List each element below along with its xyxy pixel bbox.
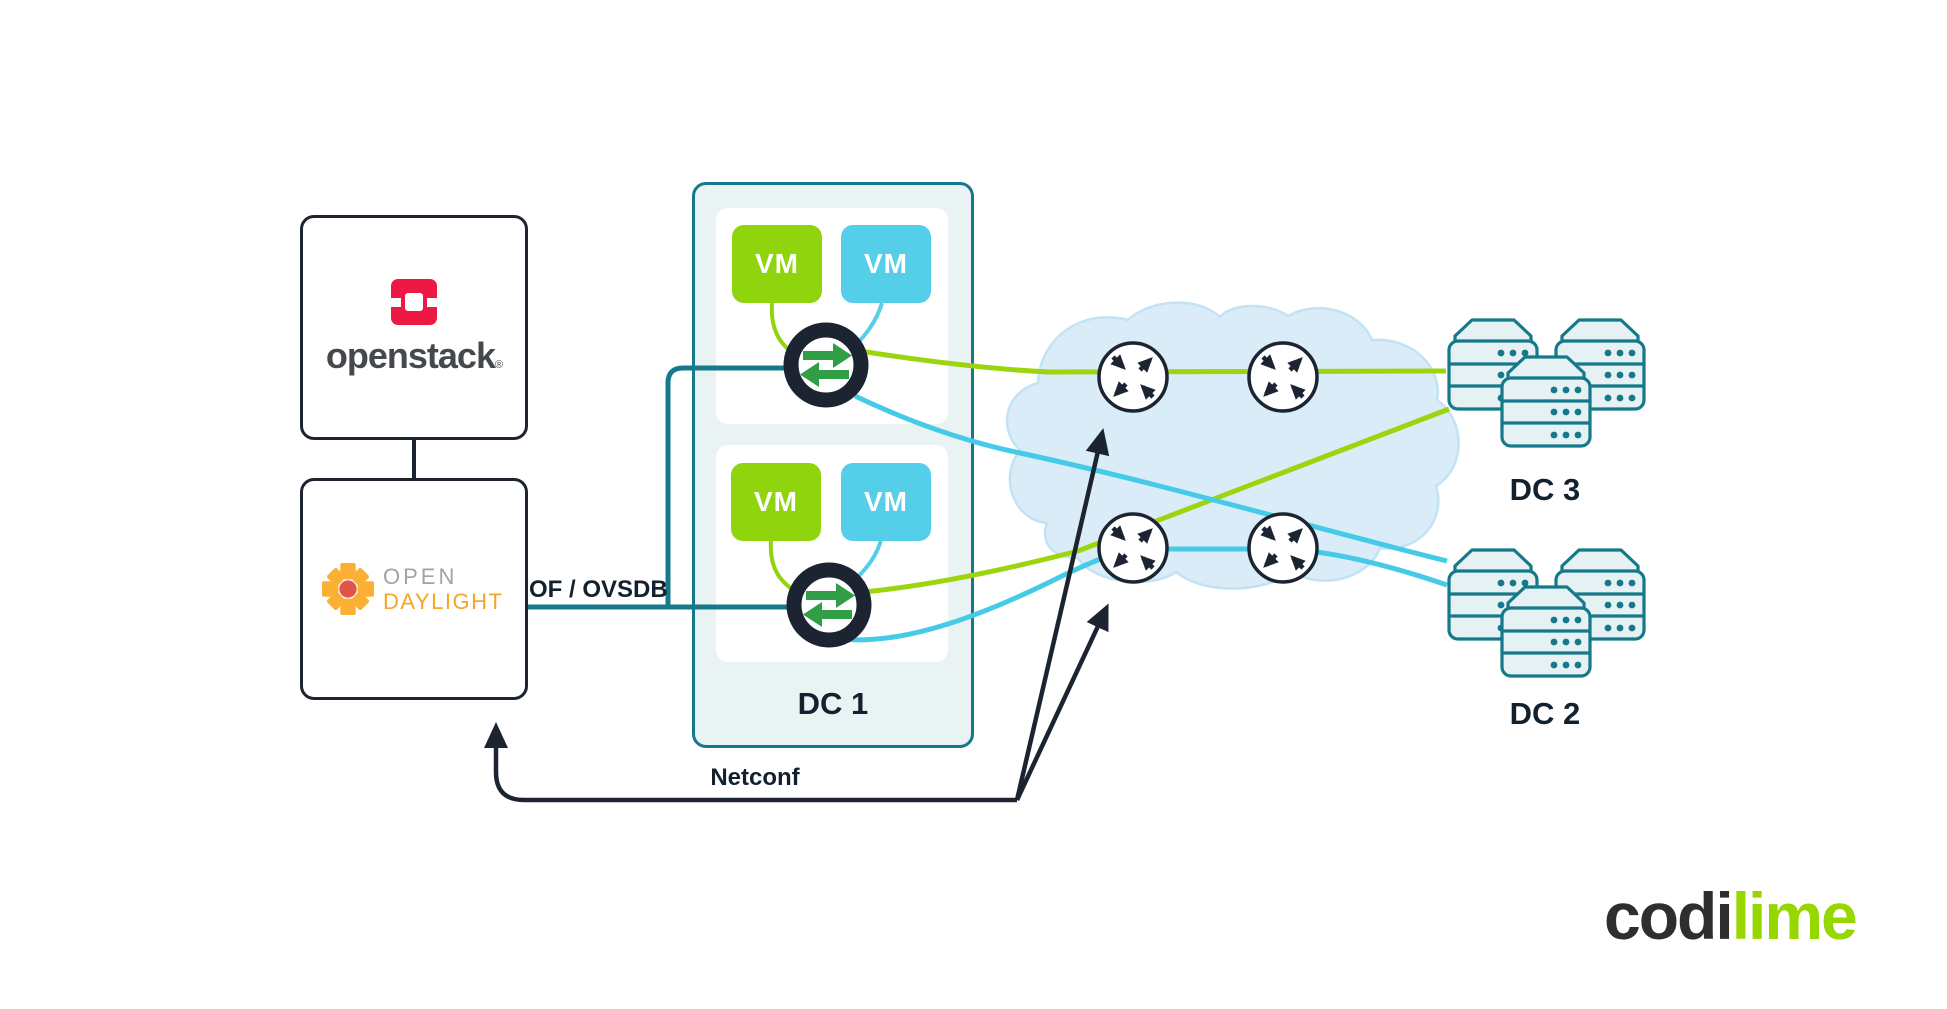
opendaylight-wordmark-open: OPEN (383, 563, 458, 589)
vm-label: VM (864, 486, 908, 517)
vm-label: VM (864, 248, 908, 279)
wan-router-2 (1249, 343, 1317, 411)
dc3-label: DC 3 (1509, 472, 1581, 507)
opendaylight-logo-icon (321, 562, 375, 616)
vm-label: VM (754, 486, 798, 517)
opendaylight-node: OPEN DAYLIGHT (300, 478, 528, 700)
openstack-wordmark: openstack® (325, 334, 503, 376)
wan-router-4 (1249, 514, 1317, 582)
vm-box-green-2: VM (731, 463, 821, 541)
wan-router-3 (1099, 514, 1167, 582)
opendaylight-wordmark-daylight: DAYLIGHT (383, 588, 504, 614)
vswitch-icon-1 (783, 322, 869, 408)
netconf-link-to-router3 (1014, 603, 1109, 801)
netconf-link-to-router1 (1014, 428, 1110, 801)
netconf-link-to-opendaylight (484, 722, 1017, 803)
openstack-node: openstack® (300, 215, 528, 440)
openstack-logo-icon (391, 278, 437, 325)
switch2-to-dc3-link (863, 406, 1450, 595)
vm-label: VM (755, 248, 799, 279)
vm-box-cyan-1: VM (841, 225, 931, 303)
codilime-logo-lime: lime (1731, 879, 1858, 953)
vm-box-green-1: VM (732, 225, 822, 303)
dc2-server-cluster (1449, 550, 1644, 676)
of-ovsdb-link-to-switch1 (665, 365, 794, 605)
vswitch-icon-2 (786, 562, 872, 648)
of-ovsdb-label: OF / OVSDB (529, 576, 668, 603)
dc3-server-cluster (1449, 320, 1644, 446)
dc2-label: DC 2 (1509, 696, 1581, 731)
wan-router-1 (1099, 343, 1167, 411)
registered-mark: ® (494, 358, 503, 371)
vm-box-cyan-2: VM (841, 463, 931, 541)
openstack-odl-connector (412, 438, 416, 480)
switch1-to-dc2-link (853, 393, 1448, 564)
dc1-label: DC 1 (797, 686, 869, 721)
netconf-label: Netconf (710, 764, 800, 791)
switch1-to-dc3-link (859, 348, 1447, 375)
codilime-logo: codilime (1604, 878, 1858, 954)
codilime-logo-codi: codi (1604, 879, 1734, 953)
